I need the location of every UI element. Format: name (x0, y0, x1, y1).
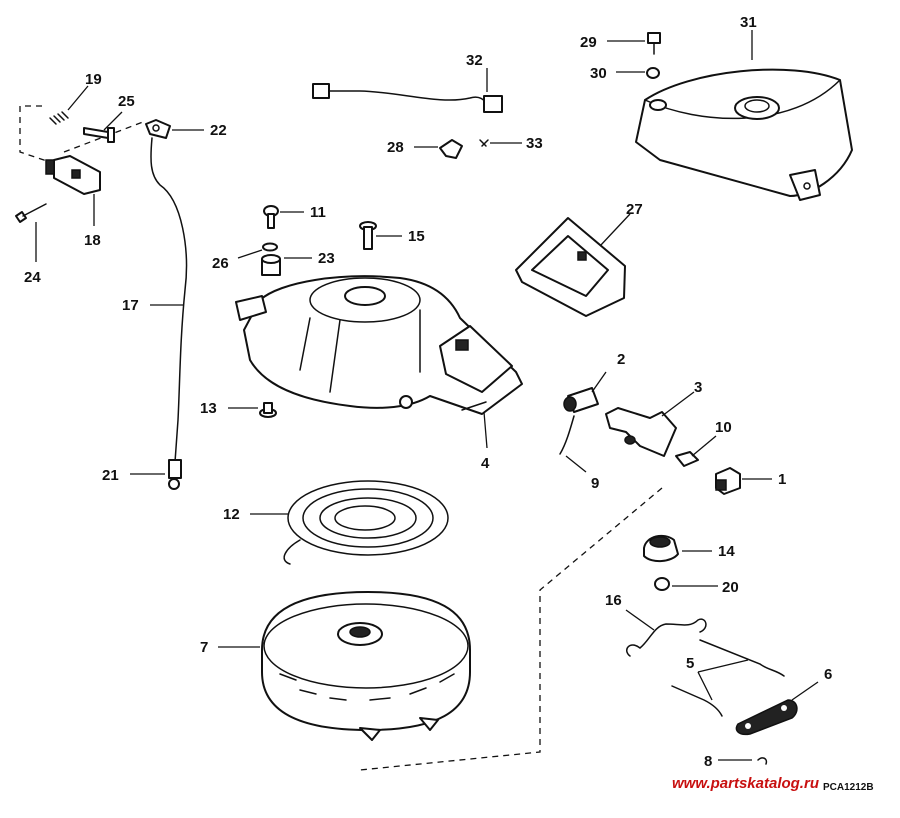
callout-26: 26 (212, 255, 229, 272)
callout-30: 30 (590, 65, 607, 82)
callout-14: 14 (718, 543, 735, 560)
part-26-washer (262, 242, 278, 252)
callout-21: 21 (102, 467, 119, 484)
part-4-starter-housing (235, 275, 523, 415)
part-13-rivet (259, 402, 277, 418)
part-18-switch (45, 155, 101, 195)
callout-28: 28 (387, 139, 404, 156)
part-27-handle-bezel (515, 217, 626, 317)
part-7-rope-pulley (261, 591, 471, 741)
part-25-pin (83, 127, 115, 143)
callout-9: 9 (591, 475, 599, 492)
callout-23: 23 (318, 250, 335, 267)
part-28-clip (439, 139, 463, 159)
callout-25: 25 (118, 93, 135, 110)
callout-12: 12 (223, 506, 240, 523)
part-16-pawl-spring (626, 618, 707, 657)
switch-assembly-bracket (19, 105, 144, 163)
part-15-bolt (359, 221, 377, 250)
callout-7: 7 (200, 639, 208, 656)
part-20-nut (654, 577, 670, 591)
callout-8: 8 (704, 753, 712, 770)
callout-18: 18 (84, 232, 101, 249)
callout-1: 1 (778, 471, 786, 488)
part-3-starter-handle (605, 407, 677, 457)
callout-29: 29 (580, 34, 597, 51)
part-23-grommet (261, 254, 281, 276)
part-9-starter-rope (559, 415, 575, 455)
callout-4: 4 (481, 455, 490, 472)
part-17-throttle-link-rod (150, 137, 188, 490)
part-33-screw (479, 139, 489, 147)
part-29-screw (647, 32, 661, 55)
part-5-return-springs (671, 639, 785, 717)
callout-10: 10 (715, 419, 732, 436)
part-30-nut (646, 67, 660, 79)
part-22-clamp (145, 119, 171, 139)
callout-32: 32 (466, 52, 483, 69)
callout-19: 19 (85, 71, 102, 88)
drawing-code: PCA1212B (823, 782, 874, 793)
callout-11: 11 (310, 204, 326, 221)
part-19-spring (49, 111, 69, 125)
callout-31: 31 (740, 14, 757, 31)
part-11-screw (263, 205, 279, 229)
part-31-flywheel-cover (635, 68, 853, 201)
part-8-retaining-clip (757, 757, 768, 765)
assembly-line (359, 487, 663, 771)
callout-33: 33 (526, 135, 543, 152)
callout-5: 5 (686, 655, 694, 672)
part-32-stop-switch-wire (312, 83, 503, 113)
callout-20: 20 (722, 579, 739, 596)
part-6-pawl-plate (735, 699, 798, 736)
part-12-rewind-spring (283, 480, 449, 565)
part-1-anchor (715, 467, 741, 495)
callout-27: 27 (626, 201, 643, 218)
callout-2: 2 (617, 351, 625, 368)
callout-6: 6 (824, 666, 832, 683)
watermark: www.partskatalog.ru (672, 775, 819, 792)
callout-24: 24 (24, 269, 41, 286)
part-2-rope-guide (563, 387, 599, 413)
callout-16: 16 (605, 592, 622, 609)
callout-13: 13 (200, 400, 217, 417)
callout-3: 3 (694, 379, 702, 396)
part-14-pawl (643, 534, 679, 562)
callout-22: 22 (210, 122, 227, 139)
callout-15: 15 (408, 228, 425, 245)
part-24-screw (15, 203, 47, 223)
callout-17: 17 (122, 297, 139, 314)
